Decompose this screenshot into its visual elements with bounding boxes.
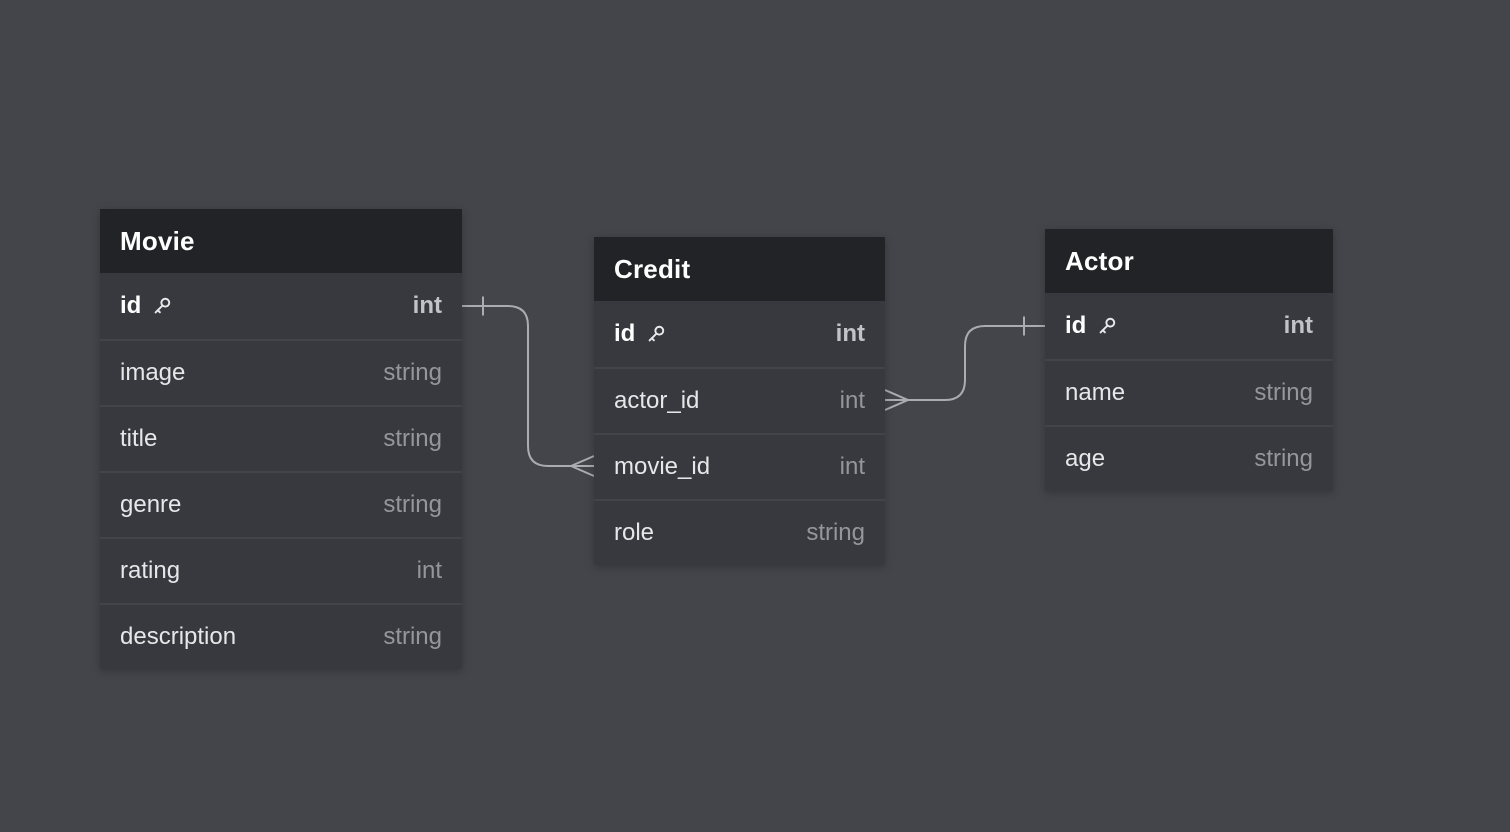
- field-name: id: [1065, 312, 1087, 339]
- field-type: int: [1283, 312, 1313, 339]
- table-title: Actor: [1065, 245, 1134, 276]
- relationship-line[interactable]: [462, 305, 594, 467]
- field-type: int: [416, 557, 442, 584]
- field-type: int: [839, 453, 865, 480]
- table-rows: id int name string age string: [1045, 293, 1333, 491]
- relationship-line[interactable]: [885, 325, 1045, 401]
- field-row-movie-genre[interactable]: genre string: [100, 471, 462, 537]
- er-table-credit[interactable]: Credit id int actor_id int movie_id int …: [594, 237, 885, 565]
- primary-key-icon: [648, 325, 665, 342]
- cardinality-marker: [884, 399, 909, 411]
- field-type: string: [1254, 445, 1313, 472]
- field-name: id: [614, 320, 636, 347]
- table-rows: id int image string title string genre s…: [100, 273, 462, 669]
- cardinality-marker: [570, 465, 595, 477]
- primary-key-icon: [154, 297, 171, 314]
- field-type: int: [412, 292, 442, 319]
- primary-key-icon: [1099, 317, 1116, 334]
- field-name: image: [120, 359, 186, 386]
- field-name: role: [614, 519, 655, 546]
- table-header[interactable]: Actor: [1045, 229, 1333, 293]
- field-type: string: [1254, 379, 1313, 406]
- relationship-movie-credit[interactable]: [462, 296, 595, 477]
- field-name: movie_id: [614, 453, 711, 480]
- field-type: int: [839, 387, 865, 414]
- field-type: string: [806, 519, 865, 546]
- cardinality-marker: [570, 455, 595, 467]
- field-row-actor-name[interactable]: name string: [1045, 359, 1333, 425]
- field-name: rating: [120, 557, 181, 584]
- cardinality-marker: [884, 389, 909, 401]
- field-row-credit-id[interactable]: id int: [594, 301, 885, 367]
- field-name: name: [1065, 379, 1126, 406]
- field-row-credit-role[interactable]: role string: [594, 499, 885, 565]
- field-name: actor_id: [614, 387, 700, 414]
- er-table-actor[interactable]: Actor id int name string age string: [1045, 229, 1333, 491]
- relationship-credit-actor[interactable]: [884, 316, 1045, 411]
- field-type: string: [383, 425, 442, 452]
- field-type: string: [383, 491, 442, 518]
- field-row-movie-title[interactable]: title string: [100, 405, 462, 471]
- field-row-credit-movie_id[interactable]: movie_id int: [594, 433, 885, 499]
- table-rows: id int actor_id int movie_id int role st…: [594, 301, 885, 565]
- field-name: description: [120, 623, 237, 650]
- table-header[interactable]: Movie: [100, 209, 462, 273]
- field-row-actor-id[interactable]: id int: [1045, 293, 1333, 359]
- table-title: Credit: [614, 253, 691, 284]
- field-row-credit-actor_id[interactable]: actor_id int: [594, 367, 885, 433]
- table-header[interactable]: Credit: [594, 237, 885, 301]
- field-row-movie-id[interactable]: id int: [100, 273, 462, 339]
- er-table-movie[interactable]: Movie id int image string title string g…: [100, 209, 462, 669]
- field-name: title: [120, 425, 158, 452]
- field-name: age: [1065, 445, 1106, 472]
- field-row-movie-image[interactable]: image string: [100, 339, 462, 405]
- field-row-actor-age[interactable]: age string: [1045, 425, 1333, 491]
- table-title: Movie: [120, 225, 195, 256]
- field-type: string: [383, 359, 442, 386]
- field-row-movie-description[interactable]: description string: [100, 603, 462, 669]
- field-type: string: [383, 623, 442, 650]
- field-name: id: [120, 292, 142, 319]
- field-row-movie-rating[interactable]: rating int: [100, 537, 462, 603]
- field-type: int: [835, 320, 865, 347]
- field-name: genre: [120, 491, 182, 518]
